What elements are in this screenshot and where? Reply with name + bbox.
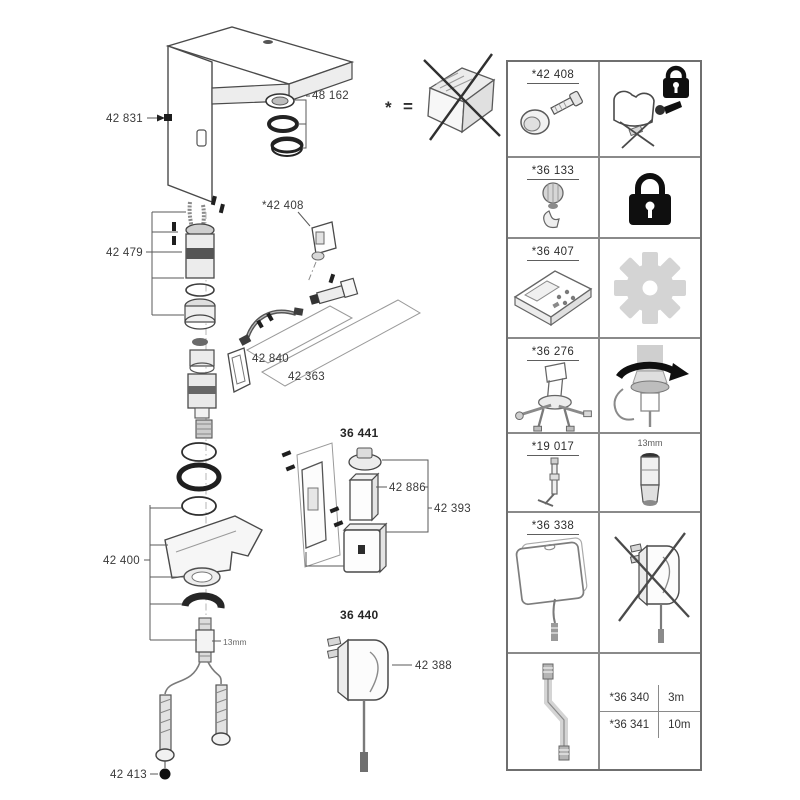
- variant-length: 10m: [668, 719, 691, 731]
- part-label-42840: 42 840: [252, 353, 289, 365]
- faucet-key-padlock-icon: [613, 65, 689, 149]
- crossed-out-package-icon: [423, 53, 501, 141]
- part-label-36440: 36 440: [340, 608, 379, 622]
- note-13mm-diagram: 13mm: [223, 637, 247, 647]
- mounting-screw-42831: [147, 114, 172, 122]
- usage-cell: [600, 158, 700, 237]
- part-cell-36133: *36 133: [508, 158, 600, 237]
- nut-42413: [159, 768, 171, 780]
- part-number-label: *19 017: [526, 441, 580, 456]
- table-row: *19 017 13mm: [508, 434, 700, 513]
- asterisk-symbol: *: [385, 98, 392, 117]
- part-cell-36338: *36 338: [508, 513, 600, 652]
- faucet-exploded-diagram: * =: [103, 26, 501, 781]
- part-number-label: *42 408: [526, 69, 580, 84]
- aerator-rings: [265, 93, 310, 157]
- cable-variant-cell: *36 340 3m *36 341 10m: [600, 654, 700, 769]
- bracket-42479: [146, 211, 186, 316]
- part-label-42388: 42 388: [415, 660, 452, 672]
- padlock-icon: [629, 172, 671, 225]
- usage-cell: 13mm: [600, 434, 700, 511]
- table-row: *36 407: [508, 239, 700, 339]
- faucet-install-rotate-icon: [613, 344, 689, 427]
- usage-cell: [600, 339, 700, 432]
- socket-bit-icon: [640, 452, 660, 506]
- bracket-42400: [144, 505, 197, 641]
- base-group-42400: [164, 515, 263, 663]
- part-cell-36276: *36 276: [508, 339, 600, 432]
- part-cell-36407: *36 407: [508, 239, 600, 337]
- accessory-parts-table: *42 408: [506, 60, 702, 771]
- table-row: *36 338: [508, 513, 700, 654]
- part-label-48162: 48 162: [312, 90, 349, 102]
- part-cell-42408: *42 408: [508, 62, 600, 156]
- part-label-42479: 42 479: [106, 247, 143, 259]
- sensor-window: [196, 129, 207, 147]
- part-label-36441: 36 441: [340, 426, 379, 440]
- usage-cell: [600, 62, 700, 156]
- part-number-label: *36 133: [526, 165, 580, 180]
- cable-variant-table: *36 340 3m *36 341 10m: [600, 685, 700, 738]
- hose-elbow-group: [227, 273, 422, 393]
- faucet-body: [165, 26, 355, 245]
- clip-42408: [297, 211, 337, 283]
- part-number-label: *36 276: [526, 346, 580, 361]
- power-supply-36440: [326, 636, 412, 772]
- control-box-cable-icon: [515, 537, 588, 641]
- variant-length: 3m: [659, 685, 700, 712]
- gear-icon: [614, 252, 686, 324]
- part-label-42363: 42 363: [288, 371, 325, 383]
- power-supply-crossed-icon: [614, 531, 690, 643]
- legend-not-included: * =: [385, 53, 501, 141]
- part-label-42400: 42 400: [103, 555, 140, 567]
- table-row: *42 408: [508, 62, 700, 158]
- table-row: *36 133: [508, 158, 700, 239]
- table-row: *36 276: [508, 339, 700, 434]
- mounting-kit-icon: [515, 362, 592, 432]
- locking-cap-icon: [542, 182, 564, 229]
- socket-wrench-tool-icon: [537, 457, 560, 507]
- part-number-label: *36 338: [526, 520, 580, 535]
- part-number-label: *36 407: [526, 246, 580, 261]
- variant-part-number: *36 341: [600, 712, 660, 738]
- part-label-42831: 42 831: [106, 113, 143, 125]
- battery-assembly-36441: [281, 442, 432, 574]
- remote-control-icon: [513, 270, 593, 327]
- socket-size-label: 13mm: [637, 437, 663, 448]
- threaded-studs: [150, 661, 231, 780]
- usage-cell: [600, 239, 700, 337]
- variant-part-number: *36 340: [600, 685, 660, 712]
- part-cell-19017: *19 017: [508, 434, 600, 511]
- part-label-42886: 42 886: [389, 482, 426, 494]
- usage-cell: [600, 513, 700, 652]
- part-label-42413: 42 413: [110, 769, 147, 781]
- table-row: *36 340 3m *36 341 10m: [508, 654, 700, 769]
- extension-cable-icon: [542, 663, 570, 760]
- part-label-42393: 42 393: [434, 503, 471, 515]
- security-knob-screw-icon: [520, 90, 583, 135]
- part-cell-extension-cable: [508, 654, 600, 769]
- oring-set: [176, 442, 222, 516]
- cartridge-stack: [172, 195, 225, 660]
- part-label-42408-diagram: *42 408: [262, 200, 304, 212]
- equals-symbol: =: [403, 97, 413, 116]
